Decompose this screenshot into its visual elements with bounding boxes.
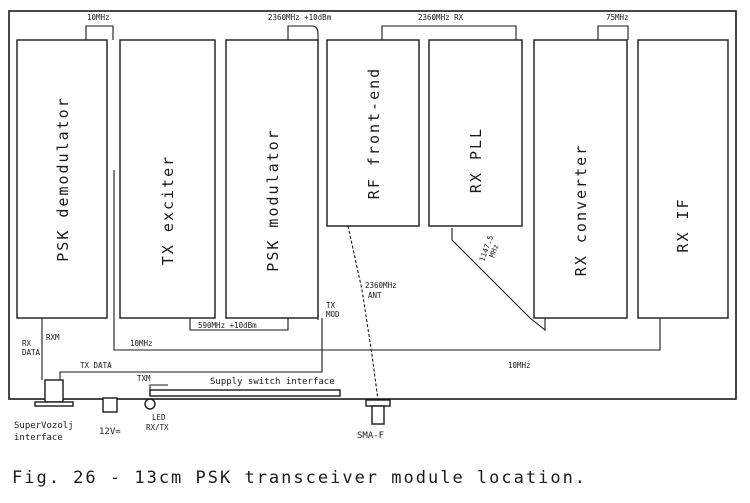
module-tx-exciter (119, 39, 216, 319)
label-rx-pll: RX PLL (467, 127, 485, 193)
label-rx-data-1: RX (22, 339, 32, 348)
label-top-75mhz: 75MHz (606, 13, 629, 22)
wire-10mhz-bus (113, 170, 661, 351)
label-tx-exciter: TX exciter (159, 155, 177, 265)
label-supervozolj-1: SuperVozolj (14, 421, 74, 431)
label-bus-10mhz-left: 10MHz (130, 339, 153, 348)
label-top-2360-power: 2360MHz +10dBm (268, 13, 332, 22)
sma-connector (371, 405, 385, 425)
wire-10mhz-top (85, 25, 114, 40)
label-led-1: LED (152, 413, 166, 422)
label-rf-front-end: RF front-end (365, 67, 383, 199)
label-pll-mhz: MHz (487, 243, 500, 259)
label-ant-freq: 2360MHz (365, 281, 397, 290)
label-txm: TXM (137, 374, 151, 383)
figure-caption: Fig. 26 - 13cm PSK transceiver module lo… (12, 468, 587, 488)
wire-2360-rx (381, 25, 517, 40)
label-supervozolj-2: interface (14, 433, 63, 443)
module-rf-front-end (326, 39, 420, 227)
label-sma: SMA-F (357, 431, 384, 441)
wire-antenna (347, 225, 379, 401)
label-tx-mod-1: TX (326, 301, 336, 310)
label-ant: ANT (368, 291, 382, 300)
label-psk-modulator: PSK modulator (264, 128, 282, 271)
module-rx-converter (533, 39, 628, 319)
label-tx-mod-2: MOD (326, 310, 340, 319)
label-supply-switch: Supply switch interface (210, 377, 335, 387)
wire-pll-lo (451, 228, 546, 332)
label-tx-data: TX DATA (80, 361, 112, 370)
label-rx-data-2: DATA (22, 348, 41, 357)
power-connector (102, 397, 118, 413)
sma-flange (365, 399, 391, 407)
module-psk-modulator (225, 39, 319, 319)
board-outline (8, 10, 737, 400)
label-led-2: RX/TX (146, 423, 169, 432)
label-top-2360-rx: 2360MHz RX (418, 13, 464, 22)
wire-590mhz (189, 318, 289, 331)
label-psk-demodulator: PSK demodulator (54, 96, 72, 261)
module-psk-demodulator (16, 39, 108, 319)
label-bus-10mhz-right: 10MHz (508, 361, 531, 370)
supply-switch-board (149, 389, 341, 397)
wire-2360-tx (287, 25, 319, 320)
led-indicator (144, 398, 156, 410)
module-rx-pll (428, 39, 523, 227)
wire-75mhz (597, 25, 629, 40)
module-rx-if (637, 39, 729, 319)
supervozolj-flange (34, 401, 74, 407)
label-rx-if: RX IF (674, 197, 692, 252)
label-590mhz: 590MHz +10dBm (198, 321, 257, 330)
label-rxm: RXM (46, 333, 60, 342)
label-rx-converter: RX converter (572, 144, 590, 276)
label-top-10mhz: 10MHz (87, 13, 110, 22)
supervozolj-connector (44, 379, 64, 403)
wire-tx-data (59, 318, 323, 380)
label-power: 12V= (99, 427, 121, 437)
